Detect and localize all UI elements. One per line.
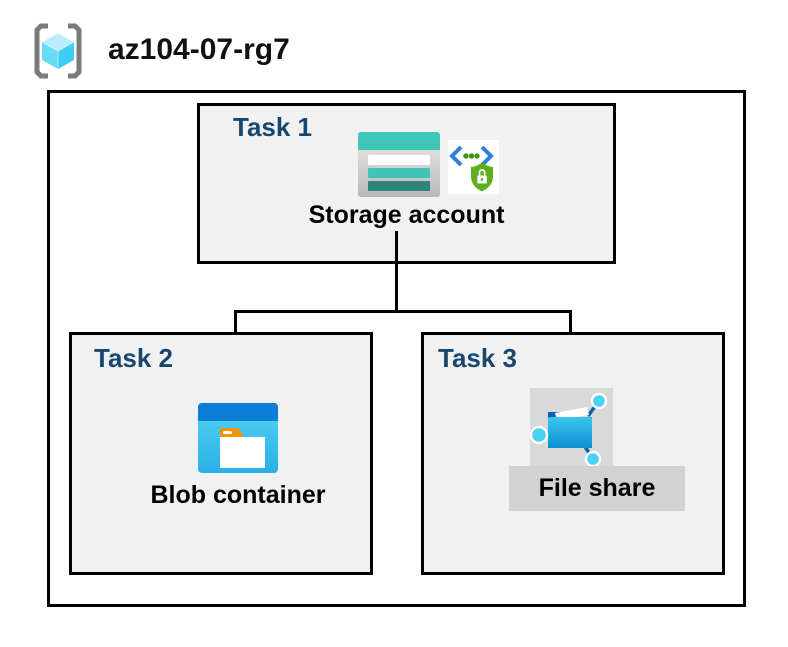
resource-group-icon (31, 21, 85, 81)
file-share-label: File share (538, 474, 656, 502)
blob-container-label: Blob container (150, 481, 326, 509)
file-share-label-highlight: File share (509, 466, 685, 511)
file-share-icon (530, 392, 608, 468)
task2-box: Task 2 Blob container (69, 332, 373, 575)
connector-horizontal (234, 310, 572, 313)
storage-account-icon (358, 132, 440, 197)
task1-box: Task 1 (197, 103, 616, 264)
connector-storage-stem (395, 231, 398, 312)
task2-title: Task 2 (94, 343, 174, 373)
task3-title: Task 3 (438, 343, 518, 373)
resource-group-name: az104-07-rg7 (108, 33, 290, 66)
file-share-icon-highlight (530, 388, 613, 468)
storage-account-label: Storage account (308, 201, 505, 229)
secure-transfer-icon (448, 140, 499, 194)
blob-container-icon (198, 403, 278, 473)
task1-title: Task 1 (233, 112, 313, 142)
